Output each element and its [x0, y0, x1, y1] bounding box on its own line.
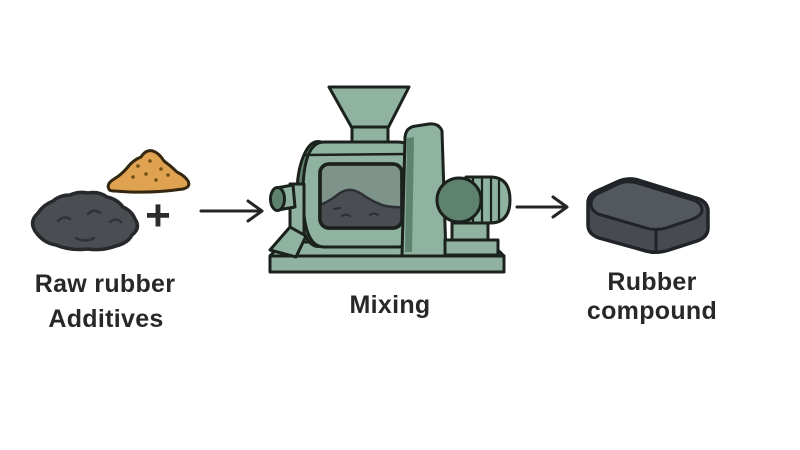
- machine-hopper: [327, 85, 411, 150]
- raw-rubber-label: Raw rubber: [34, 270, 176, 298]
- machine-window: [318, 162, 404, 230]
- mixing-label: Mixing: [349, 291, 431, 319]
- additives-pile-icon: [106, 149, 191, 194]
- mixing-machine: [268, 85, 512, 274]
- plus-sign: +: [145, 191, 171, 240]
- arrow-right-icon: [199, 199, 264, 223]
- arrow-right-icon: [515, 195, 569, 219]
- additives-label: Additives: [48, 305, 164, 333]
- machine-motor: [435, 175, 512, 257]
- machine-frame-column: [400, 122, 448, 258]
- machine-stand: [268, 182, 308, 259]
- rubber-compound-block-icon: [586, 177, 710, 255]
- raw-rubber-pile-icon: [30, 190, 140, 252]
- rubber-compound-label: Rubber compound: [586, 268, 718, 325]
